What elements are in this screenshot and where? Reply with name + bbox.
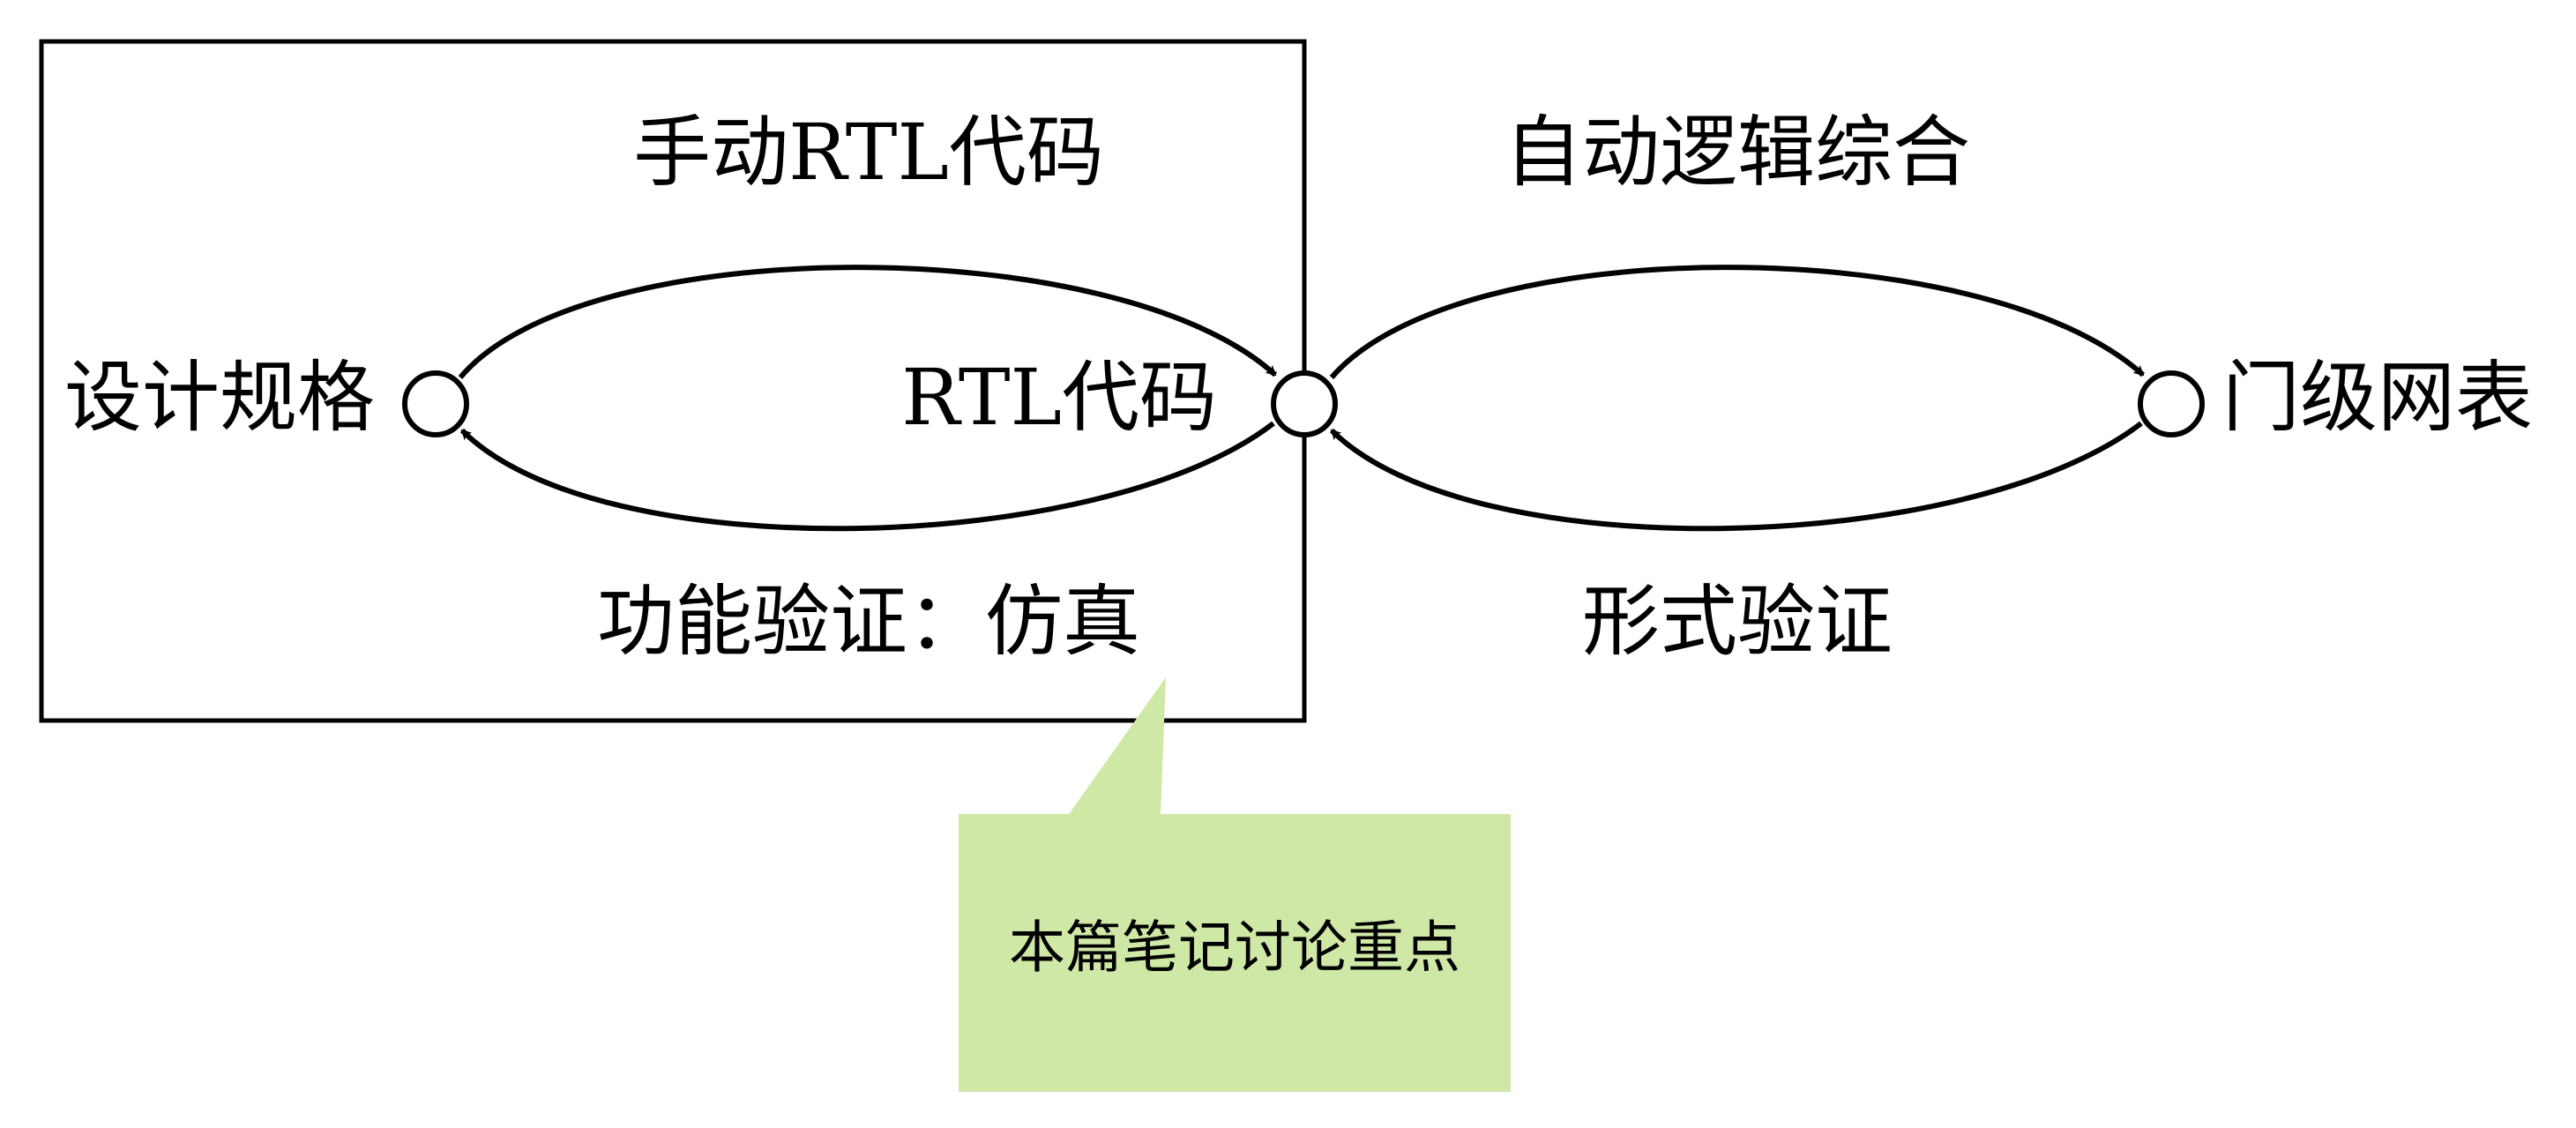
node-spec bbox=[402, 370, 469, 437]
node-rtl bbox=[1271, 370, 1338, 437]
edge-auto-synth-label: 自动逻辑综合 bbox=[1505, 107, 1970, 198]
node-netlist-label: 门级网表 bbox=[2222, 352, 2533, 443]
callout-bubble bbox=[959, 677, 1511, 1092]
edge-manual-rtl-arrow bbox=[458, 265, 1278, 379]
edge-formal-verify-label: 形式验证 bbox=[1582, 576, 1893, 667]
edge-manual-rtl-label: 手动RTL代码 bbox=[633, 107, 1104, 198]
edge-func-verify-label: 功能验证：仿真 bbox=[597, 576, 1140, 667]
node-netlist bbox=[2138, 370, 2205, 437]
node-rtl-label: RTL代码 bbox=[901, 352, 1217, 443]
node-spec-label: 设计规格 bbox=[64, 352, 375, 443]
callout: 本篇笔记讨论重点 bbox=[959, 677, 1511, 1092]
edge-auto-synth-arrow bbox=[1329, 265, 2146, 379]
edge-formal-verify-arrow bbox=[1329, 421, 2143, 532]
edge-func-verify-arrow bbox=[459, 421, 1275, 532]
callout-text: 本篇笔记讨论重点 bbox=[1009, 916, 1460, 982]
